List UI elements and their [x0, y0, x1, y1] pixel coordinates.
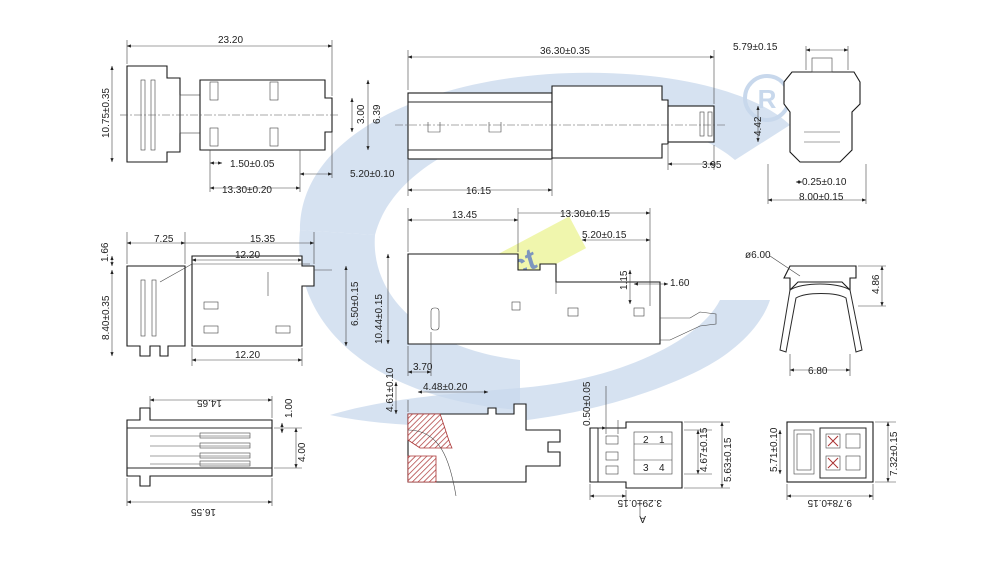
dim-width-bottom: 8.00±0.15 [799, 192, 844, 203]
dim-width-cr: 3.29±0.15 [617, 497, 662, 508]
dim-width-right: 6.80 [808, 366, 828, 377]
dim-slot: 1.15 [619, 270, 630, 290]
dim-tail-height: 4.42 [753, 116, 764, 136]
view-bottom-center: 4.61±0.10 4.48±0.20 [385, 367, 561, 497]
view-bottom-left: 14.65 16.55 1.00 4.00 [126, 396, 308, 517]
dim-length-bottom: 16.55 [191, 506, 216, 517]
dim-gap: 0.25±0.10 [802, 177, 847, 188]
dim-length-b-center: 13.30±0.15 [560, 209, 610, 220]
view-mid-center: 13.45 13.30±0.15 5.20±0.15 1.15 1.60 10.… [374, 208, 717, 376]
dim-height-b-br: 7.32±0.15 [889, 431, 900, 476]
dim-width-top: 5.79±0.15 [733, 42, 778, 53]
dim-pin-height: 3.00 [356, 104, 367, 124]
dim-height-a-cr: 4.67±0.15 [699, 427, 710, 472]
registered-mark-letter: R [758, 84, 777, 114]
dim-length-b: 15.35 [250, 234, 275, 245]
view-top-left: 23.20 10.75±0.35 3.00 6.39 1.50±0.05 13.… [101, 35, 395, 196]
section-hatch-lower [407, 455, 437, 483]
dim-length-c: 12.20 [235, 250, 260, 261]
section-hatch [407, 413, 453, 449]
dim-length-a-center: 13.45 [452, 210, 477, 221]
dim-offset: 3.70 [413, 362, 433, 373]
dim-tail-length: 5.20±0.10 [350, 169, 395, 180]
dim-diameter: ø6.00 [745, 250, 771, 261]
pin-label-3: 3 [643, 463, 649, 474]
view-bottom-center-right: 2 1 3 4 0.50±0.05 4.67±0.15 5.63±0.15 3.… [582, 381, 734, 524]
dim-bottom-height: 4.61±0.10 [385, 367, 396, 412]
watermark-swirl-bottom [330, 300, 770, 426]
dim-overall-length: 23.20 [218, 35, 243, 46]
dim-pin-span: 13.30±0.20 [222, 185, 272, 196]
pin-label-2: 2 [643, 435, 649, 446]
dim-height-b-cr: 5.63±0.15 [723, 437, 734, 482]
dim-height-mid: 8.40±0.35 [101, 295, 112, 340]
view-mid-left: 7.25 15.35 12.20 12.20 1.66 8.40±0.35 6.… [100, 232, 361, 366]
dim-bottom-width: 4.48±0.20 [423, 382, 468, 393]
dim-slot-width: 1.60 [670, 278, 690, 289]
view-mid-right: ø6.00 4.86 6.80 [745, 250, 886, 377]
dim-body-length: 16.15 [466, 186, 491, 197]
dim-height-right: 4.86 [871, 274, 882, 294]
dim-length-a: 7.25 [154, 234, 174, 245]
dim-height-a-br: 5.71±0.10 [769, 427, 780, 472]
dim-height-center: 10.44±0.15 [374, 294, 385, 344]
dim-overall-length-center: 36.30±0.35 [540, 46, 590, 57]
view-bottom-right: 5.71±0.10 7.32±0.15 9.78±0.15 [769, 421, 900, 508]
dim-top-offset: 1.66 [100, 242, 111, 262]
dim-length-d: 12.20 [235, 350, 260, 361]
dim-window-height: 6.50±0.15 [350, 281, 361, 326]
dim-length-c-center: 5.20±0.15 [582, 230, 627, 241]
pin-label-4: 4 [659, 463, 665, 474]
dim-width-br: 9.78±0.15 [807, 497, 852, 508]
dim-length-top: 14.65 [197, 397, 222, 408]
dim-height: 10.75±0.35 [101, 88, 112, 138]
dim-pitch: 1.50±0.05 [230, 159, 275, 170]
dim-tail-length-center: 3.95 [702, 160, 722, 171]
view-top-center: 36.30±0.35 16.15 3.95 4.42 [395, 46, 764, 197]
dim-height-b: 4.00 [297, 442, 308, 462]
dim-body-height: 6.39 [372, 104, 383, 124]
dim-height-a: 1.00 [284, 398, 295, 418]
section-label-a: A [639, 513, 646, 524]
view-top-right: 5.79±0.15 0.25±0.10 8.00±0.15 [733, 42, 867, 204]
dim-pin-width: 0.50±0.05 [582, 381, 593, 426]
pin-label-1: 1 [659, 435, 665, 446]
